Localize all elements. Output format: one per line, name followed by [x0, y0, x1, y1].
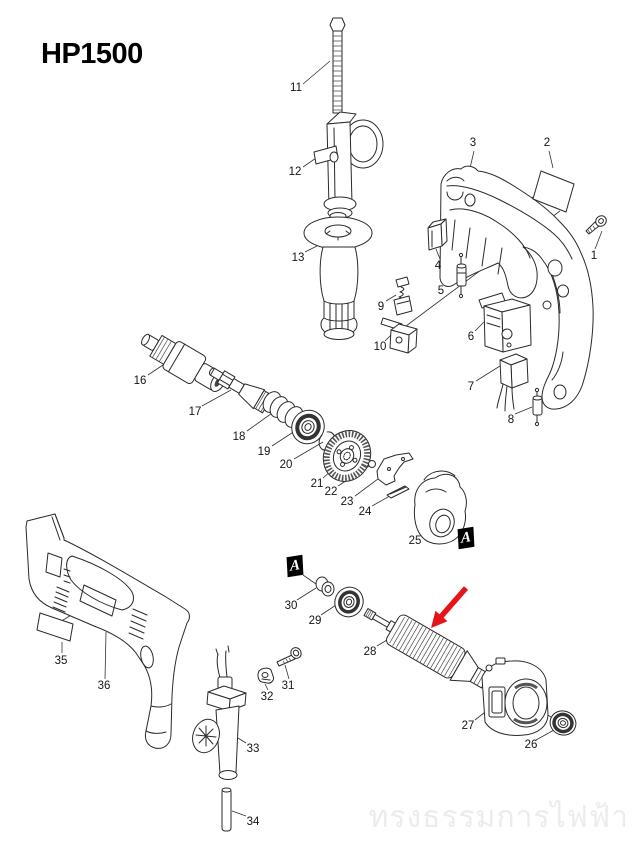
part-label-30: 30 — [284, 600, 298, 612]
part-label-22: 22 — [324, 486, 338, 498]
part-16-chuck — [141, 333, 226, 392]
watermark-text: ทรงธรรมการไฟฟ้า — [368, 801, 629, 834]
part-12-handle-clamp — [313, 111, 384, 219]
part-34-tube — [221, 787, 232, 832]
part-label-3: 3 — [469, 137, 477, 149]
part-19-bearing — [291, 409, 325, 445]
part-label-34: 34 — [246, 816, 260, 828]
part-label-27: 27 — [461, 720, 475, 732]
part-label-18: 18 — [232, 431, 246, 443]
part-label-11: 11 — [290, 82, 302, 94]
part-label-8: 8 — [507, 414, 515, 426]
part-13-side-handle — [303, 212, 373, 340]
part-label-26: 26 — [524, 739, 538, 751]
part-25-bearing-box — [413, 470, 467, 545]
part-11-bolt — [329, 17, 346, 114]
part-label-6: 6 — [467, 331, 475, 343]
part-35-label — [36, 612, 74, 642]
part-label-19: 19 — [257, 446, 271, 458]
part-3-housing — [439, 165, 594, 410]
part-9-carbon-brush — [393, 276, 413, 316]
part-label-9: 9 — [377, 301, 385, 313]
part-29-bearing — [334, 586, 364, 618]
part-27-field-stator — [481, 657, 549, 736]
part-32-cord-clamp — [257, 667, 274, 684]
part-36-motor-housing — [25, 513, 190, 749]
part-4-cap — [427, 218, 448, 251]
part-label-5: 5 — [437, 285, 445, 297]
part-label-16: 16 — [133, 375, 147, 387]
part-label-25: 25 — [408, 535, 422, 547]
part-label-33: 33 — [246, 743, 260, 755]
part-1-screw — [585, 215, 607, 235]
part-label-24: 24 — [358, 506, 372, 518]
part-21-gear — [322, 430, 372, 482]
part-label-12: 12 — [288, 166, 302, 178]
part-6-switch — [478, 292, 532, 353]
part-5-component — [456, 252, 467, 299]
part-8-component — [532, 387, 543, 427]
part-22-ball — [368, 460, 376, 468]
part-label-20: 20 — [279, 459, 293, 471]
part-label-4: 4 — [434, 260, 442, 272]
red-arrow-pointer — [431, 586, 469, 628]
part-31-screw — [276, 647, 302, 667]
section-marker-a-1: A — [457, 526, 475, 550]
part-label-29: 29 — [308, 615, 322, 627]
part-label-31: 31 — [281, 680, 295, 692]
part-label-17: 17 — [188, 406, 202, 418]
part-label-10: 10 — [373, 341, 387, 353]
part-label-23: 23 — [340, 496, 354, 508]
page-title: HP1500 — [41, 38, 143, 70]
part-label-13: 13 — [291, 252, 305, 264]
part-7-capacitor — [496, 353, 529, 412]
part-label-21: 21 — [310, 478, 324, 490]
part-label-1: 1 — [590, 250, 598, 262]
part-30-sleeve — [315, 576, 335, 597]
part-label-28: 28 — [363, 646, 377, 658]
section-marker-a-2: A — [286, 554, 304, 578]
part-2-nameplate — [532, 170, 575, 213]
part-26-bearing — [549, 710, 577, 736]
part-label-35: 35 — [54, 655, 68, 667]
part-label-2: 2 — [543, 137, 551, 149]
part-label-32: 32 — [260, 691, 274, 703]
part-10-brush-holder — [380, 317, 418, 354]
part-23-plate — [376, 452, 414, 486]
part-33-power-cord — [192, 645, 247, 780]
part-28-armature — [363, 608, 501, 692]
part-24-pin — [386, 485, 410, 499]
part-label-36: 36 — [97, 680, 111, 692]
part-label-7: 7 — [467, 381, 475, 393]
